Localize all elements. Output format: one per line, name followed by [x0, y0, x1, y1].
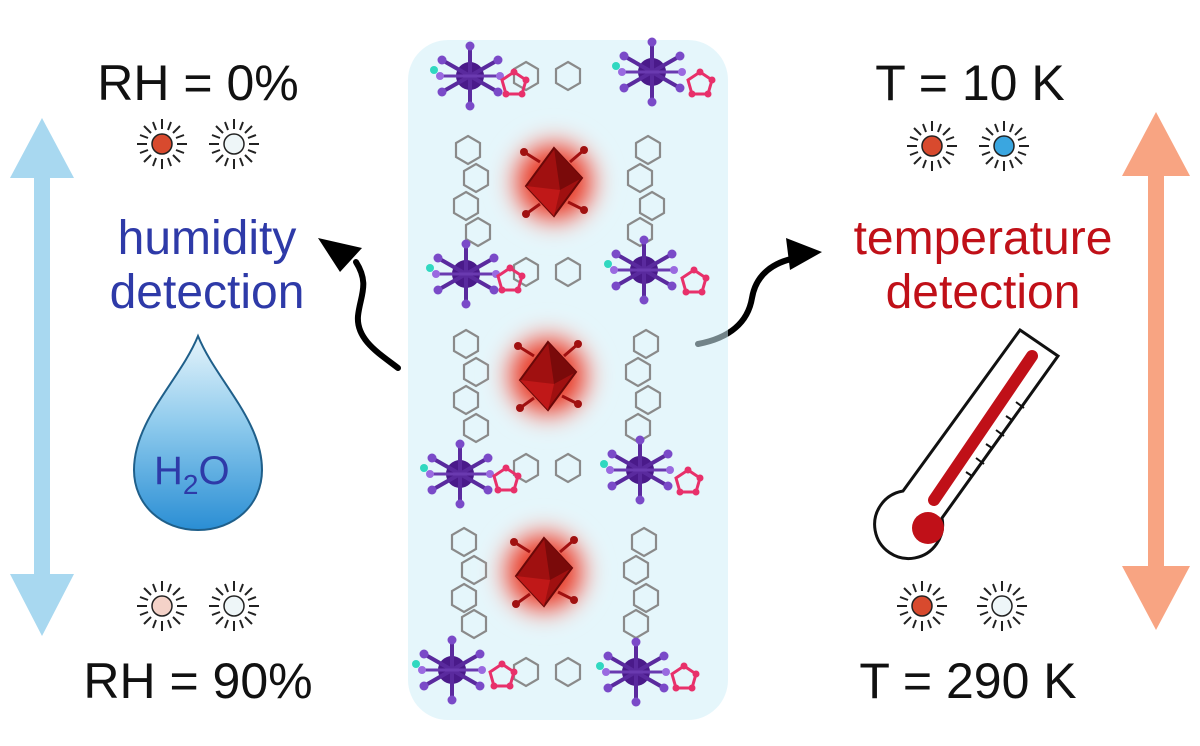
humidity-detection-line1: humidity	[117, 212, 297, 265]
sun-icon-left-top-red	[137, 119, 187, 169]
sun-icon-left-top-white	[209, 119, 259, 169]
left-bottom-label: RH = 90%	[83, 653, 313, 709]
humidity-detection-line2: detection	[109, 266, 305, 319]
anion-site-1	[496, 124, 612, 240]
sun-icon-right-bottom-red	[897, 581, 947, 631]
left-top-label: RH = 0%	[97, 55, 299, 111]
h2o-label: H2O	[154, 449, 230, 500]
sun-icon-left-bottom-pale	[137, 581, 187, 631]
temperature-detection-line1: temperature	[853, 212, 1113, 265]
right-bottom-label: T = 290 K	[859, 653, 1077, 709]
water-drop-icon: H2O	[132, 333, 264, 532]
sun-icon-right-bottom-white	[977, 581, 1027, 631]
anion-site-3	[486, 514, 602, 630]
temperature-range-arrow	[1122, 112, 1190, 630]
sun-icon-right-top-red	[907, 121, 957, 171]
temperature-detection-line2: detection	[885, 266, 1081, 319]
curved-arrow-left	[318, 238, 401, 371]
thermometer-icon	[873, 327, 1061, 560]
sun-icon-left-bottom-white	[209, 581, 259, 631]
crystal-structure	[408, 35, 728, 720]
humidity-range-arrow	[10, 118, 74, 636]
sun-icon-right-top-blue	[979, 121, 1029, 171]
right-top-label: T = 10 K	[875, 55, 1065, 111]
anion-site-2	[490, 318, 606, 434]
